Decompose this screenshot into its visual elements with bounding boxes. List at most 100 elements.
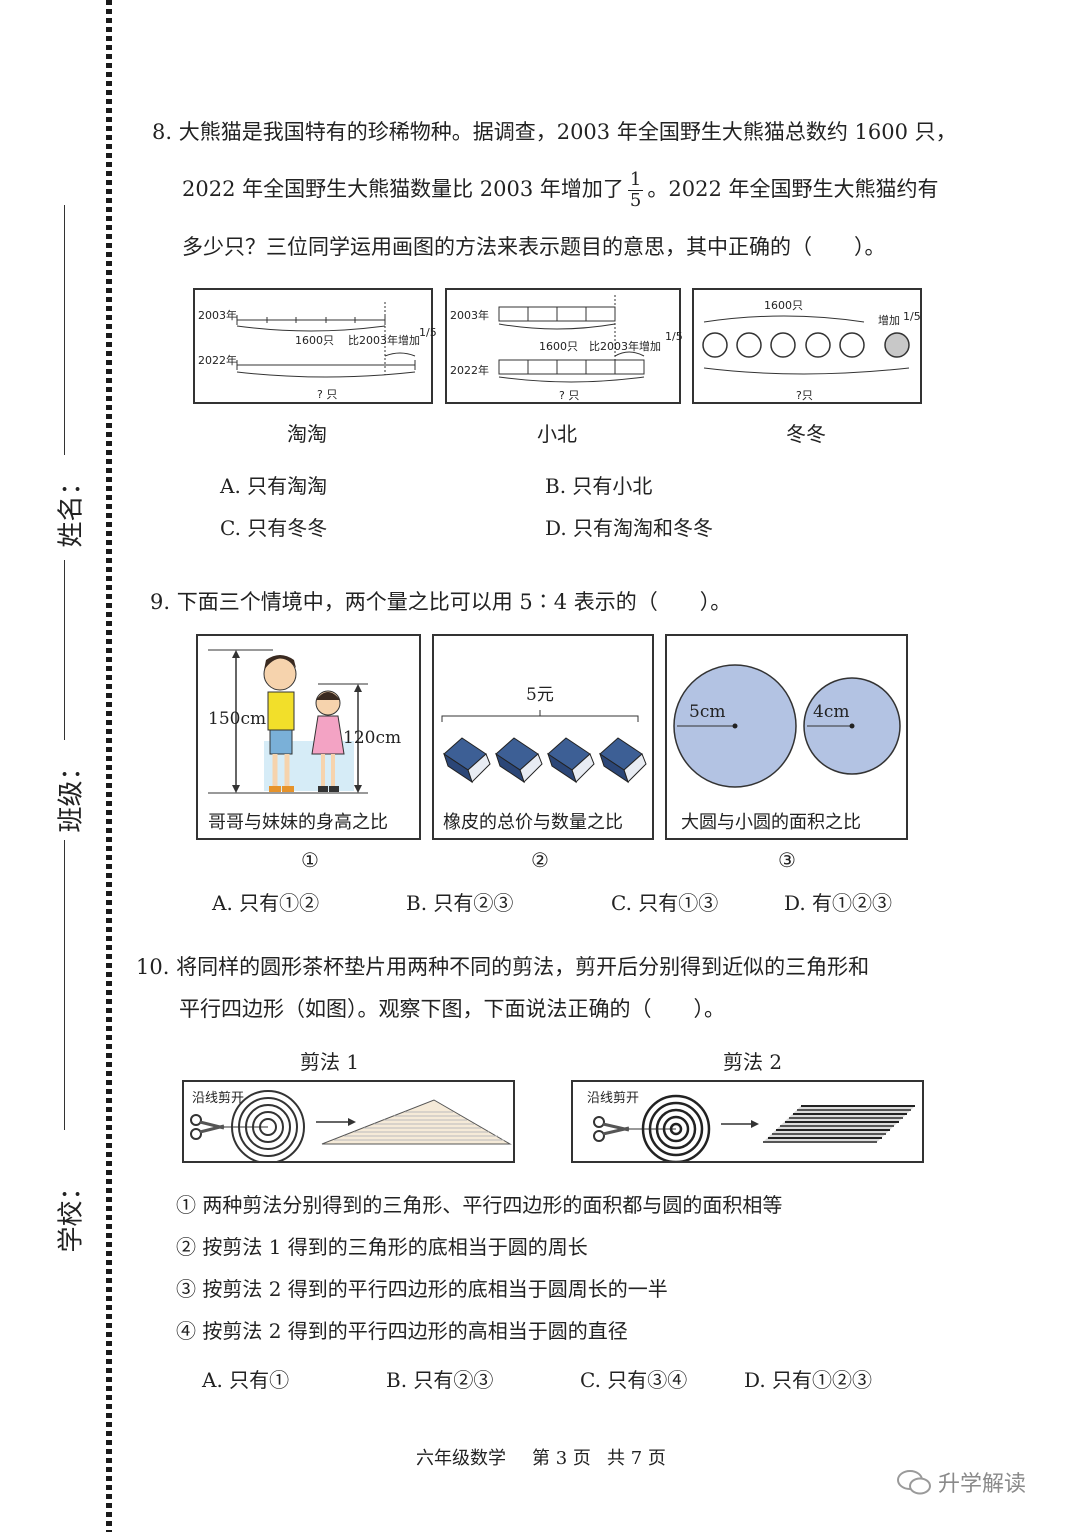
q10-statement-4: ④ 按剪法 2 得到的平行四边形的高相当于圆的直径 — [176, 1319, 628, 1343]
fig3-circle-diagram — [702, 315, 910, 375]
erasers-illustration — [441, 710, 647, 784]
q8-option-d[interactable]: D. 只有淘淘和冬冬 — [545, 516, 714, 540]
eraser-icon — [495, 737, 543, 784]
small-radius: 4cm — [813, 702, 850, 722]
q9-stem: 9. 下面三个情境中，两个量之比可以用 5∶4 表示的（ ）。 — [150, 590, 732, 614]
panel2-caption: 橡皮的总价与数量之比 — [443, 812, 623, 833]
q10-statement-1: ① 两种剪法分别得到的三角形、平行四边形的面积都与圆的面积相等 — [176, 1193, 783, 1217]
cut2-instruction: 沿线剪开 — [587, 1091, 640, 1106]
q10-line2: 平行四边形（如图）。观察下图，下面说法正确的（ ）。 — [179, 997, 725, 1021]
fig2-year2003: 2003年 — [450, 309, 489, 322]
fig1-total: 1600只 — [295, 334, 334, 347]
q10-statement-3: ③ 按剪法 2 得到的平行四边形的底相当于圆周长的一半 — [176, 1277, 668, 1301]
frac-numerator: 1 — [627, 169, 644, 191]
fig1-segment-diagram — [236, 302, 416, 378]
fig3-frac: 1/5 — [903, 310, 921, 323]
cut1-instruction: 沿线剪开 — [192, 1091, 245, 1106]
q8-option-c[interactable]: C. 只有冬冬 — [220, 516, 328, 540]
caption-dongdong: 冬冬 — [786, 422, 826, 446]
panel-number-2: ② — [531, 848, 549, 872]
watermark: 升学解读 — [896, 1466, 1026, 1498]
fig2-extra: 比2003年增加 — [589, 340, 661, 353]
fig3-total: 1600只 — [764, 299, 803, 312]
name-label: 姓名： — [56, 469, 87, 548]
fig2-frac: 1/5 — [665, 330, 683, 343]
class-line — [64, 840, 65, 1130]
big-radius: 5cm — [689, 702, 726, 722]
frac-denominator: 5 — [629, 190, 642, 211]
fig2-segment-diagram — [498, 295, 645, 383]
cut2-figure: 沿线剪开 — [571, 1080, 924, 1163]
q9-panel-heights: 150cm 120cm 哥哥与妹妹的身高之比 — [196, 634, 421, 840]
siblings-illustration — [208, 649, 368, 794]
fig3-answer: ?只 — [796, 389, 813, 402]
fig1-extra: 比2003年增加 — [348, 334, 420, 347]
q9-panel-erasers: 5元 橡皮的总价与数量之比 — [432, 634, 654, 840]
fig2-total: 1600只 — [539, 340, 578, 353]
cut1-diagram — [190, 1090, 512, 1161]
unit-circle — [736, 332, 762, 358]
q8-line3: 多少只？三位同学运用画图的方法来表示题目的意思，其中正确的（ ）。 — [182, 235, 886, 259]
q10-option-a[interactable]: A. 只有① — [202, 1368, 290, 1392]
eraser-icon — [599, 737, 647, 784]
caption-xiaobei: 小北 — [537, 422, 577, 446]
q9-option-d[interactable]: D. 有①②③ — [784, 891, 893, 915]
cut1-figure: 沿线剪开 — [182, 1080, 515, 1163]
q10-option-c[interactable]: C. 只有③④ — [580, 1368, 688, 1392]
q10-line1: 10. 将同样的圆形茶杯垫片用两种不同的剪法，剪开后分别得到近似的三角形和 — [136, 955, 870, 979]
fig2-answer: ? 只 — [559, 389, 580, 402]
fig3-extra: 增加 — [878, 314, 900, 327]
binding-dotted-line — [106, 0, 116, 1532]
q9-option-a[interactable]: A. 只有①② — [212, 891, 320, 915]
q9-option-c[interactable]: C. 只有①③ — [611, 891, 719, 915]
school-label: 学校： — [56, 1174, 87, 1253]
q10-statement-2: ② 按剪法 1 得到的三角形的底相当于圆的周长 — [176, 1235, 588, 1259]
q10-option-b[interactable]: B. 只有②③ — [386, 1368, 494, 1392]
q9-option-b[interactable]: B. 只有②③ — [406, 891, 514, 915]
unit-circle — [805, 332, 831, 358]
watermark-text: 升学解读 — [938, 1472, 1027, 1497]
panel-number-1: ① — [301, 848, 319, 872]
q8-option-a[interactable]: A. 只有淘淘 — [220, 474, 328, 498]
extra-circle — [884, 332, 910, 358]
panel3-caption: 大圆与小圆的面积之比 — [681, 812, 861, 833]
total-price: 5元 — [526, 685, 554, 705]
panel1-caption: 哥哥与妹妹的身高之比 — [208, 812, 388, 833]
caption-taotao: 淘淘 — [287, 422, 327, 446]
class-label: 班级： — [56, 754, 87, 833]
fig1-answer: ? 只 — [317, 388, 338, 401]
eraser-icon — [547, 737, 595, 784]
fig1-frac: 1/5 — [419, 326, 437, 339]
panel-number-3: ③ — [778, 848, 796, 872]
sister-height: 120cm — [343, 728, 402, 748]
name-line — [64, 205, 65, 455]
scissors-icon — [190, 1114, 225, 1140]
q9-panel-circles: 5cm 4cm 大圆与小圆的面积之比 — [665, 634, 908, 840]
fig1-year2022: 2022年 — [198, 354, 237, 367]
fig1-year2003: 2003年 — [198, 309, 237, 322]
brother-height: 150cm — [208, 709, 267, 729]
q8-figure-taotao: 2003年 2022年 1600只 比2003年增加 1/5 ? 只 — [193, 288, 437, 404]
unit-circle — [839, 332, 865, 358]
fig2-year2022: 2022年 — [450, 364, 489, 377]
q8-line2b: 。2022 年全国野生大熊猫约有 — [647, 177, 939, 201]
q8-figure-xiaobei: 2003年 2022年 1600只 比2003年增加 1/5 ? 只 — [445, 288, 683, 404]
q8-line1: 8. 大熊猫是我国特有的珍稀物种。据调查，2003 年全国野生大熊猫总数约 16… — [152, 120, 957, 144]
cut2-diagram — [593, 1094, 915, 1161]
q8-option-b[interactable]: B. 只有小北 — [545, 474, 653, 498]
q8-line2a: 2022 年全国野生大熊猫数量比 2003 年增加了 — [182, 177, 624, 201]
cut2-title: 剪法 2 — [723, 1050, 783, 1074]
cut1-title: 剪法 1 — [300, 1050, 360, 1074]
footer-total: 共 7 页 — [607, 1448, 666, 1469]
unit-circle — [770, 332, 796, 358]
wechat-icon — [897, 1470, 931, 1495]
scissors-icon — [593, 1116, 630, 1142]
unit-circle — [702, 332, 728, 358]
circles-illustration — [673, 664, 901, 788]
q10-option-d[interactable]: D. 只有①②③ — [744, 1368, 873, 1392]
footer-subject: 六年级数学 — [416, 1448, 506, 1469]
name-line-lower — [64, 560, 65, 740]
q8-figure-dongdong: 1600只 增加 1/5 ?只 — [692, 288, 922, 404]
